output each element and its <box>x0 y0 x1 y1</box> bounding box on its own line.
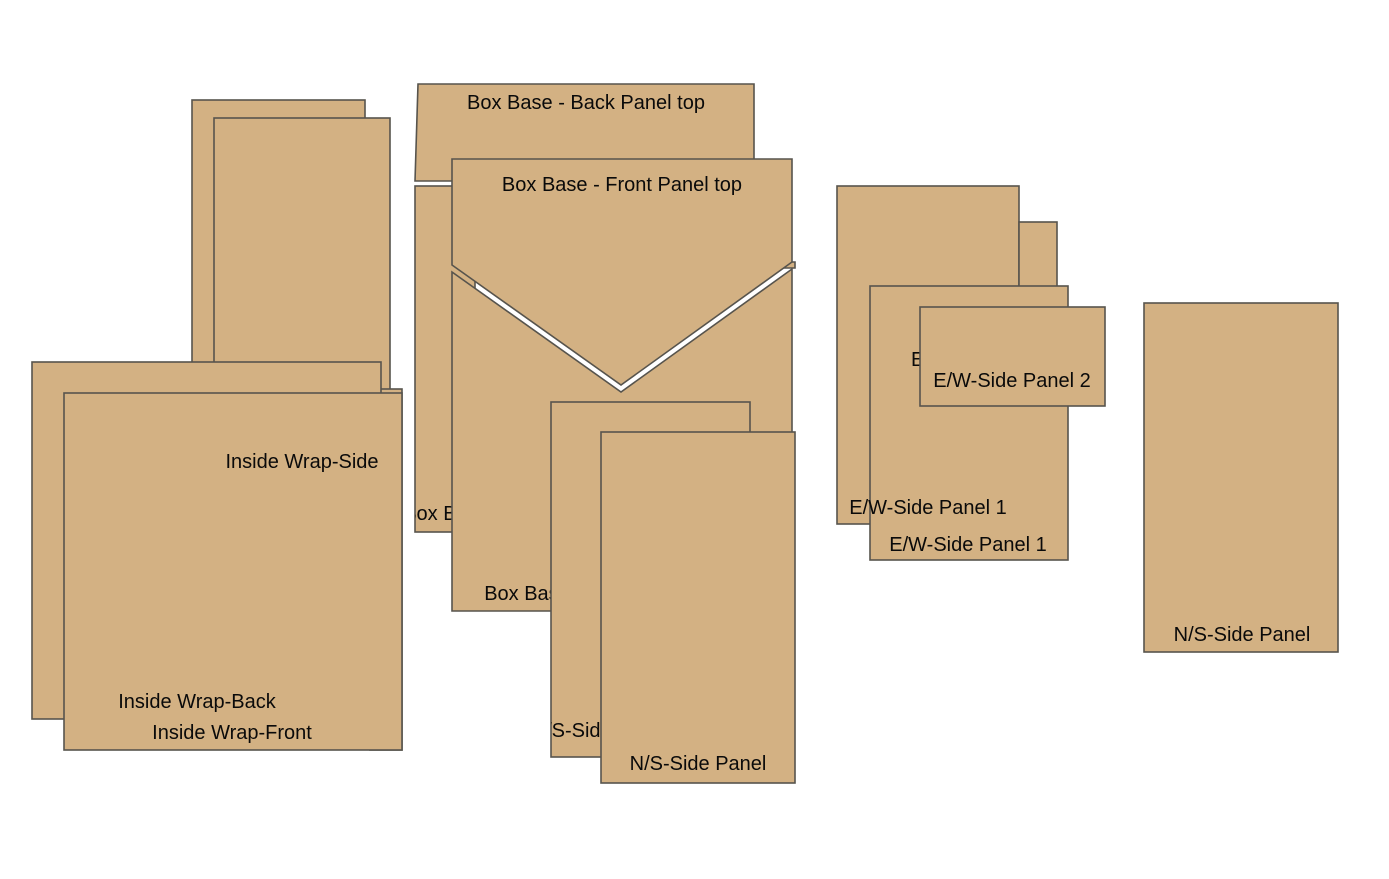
inside-wrap-group: Inside Wrap-Side Inside Wrap-Side Inside… <box>31 99 403 751</box>
label-box-base-front-lower: Box Base <box>484 583 570 605</box>
label-inside-wrap-side-upper: Inside Wrap-Side <box>225 451 378 473</box>
label-ew-side-panel-1-back: E/W-Side Panel 1 <box>849 497 1007 519</box>
label-ew-side-panel-2: E/W-Side Panel 2 <box>933 370 1091 392</box>
box-base-group: Box Base - Back Panel top Box Base Box B… <box>414 83 796 784</box>
panel-ew-side-panel-2[interactable] <box>919 306 1106 407</box>
label-inside-wrap-back: Inside Wrap-Back <box>118 691 276 713</box>
ew-side-panel-group: E/W-Side Panel 1 E/W-Side Panel 2 E/W-Si… <box>836 185 1106 561</box>
panel-inside-wrap-front[interactable] <box>63 392 403 751</box>
label-box-base-back-panel-top: Box Base - Back Panel top <box>467 92 705 114</box>
label-ns-side-panel-right: N/S-Side Panel <box>1174 624 1311 646</box>
ns-side-panel-right-group: N/S-Side Panel <box>1143 302 1339 653</box>
panel-ns-side-panel-right[interactable] <box>1143 302 1339 653</box>
label-box-base-front-panel-top: Box Base - Front Panel top <box>502 174 742 196</box>
label-inside-wrap-front: Inside Wrap-Front <box>152 722 312 744</box>
label-ew-side-panel-1-front-clipped: E/W-Side Panel 1 <box>911 349 1069 371</box>
panel-box-base-front-panel-top[interactable] <box>451 158 793 386</box>
label-ns-side-panel-center-1: N/S-Side Panel <box>532 720 669 742</box>
panel-ns-side-panel-center-2[interactable] <box>600 431 796 784</box>
label-ew-side-panel-1-front: E/W-Side Panel 1 <box>889 534 1047 556</box>
label-ns-side-panel-center-2: N/S-Side Panel <box>630 753 767 775</box>
